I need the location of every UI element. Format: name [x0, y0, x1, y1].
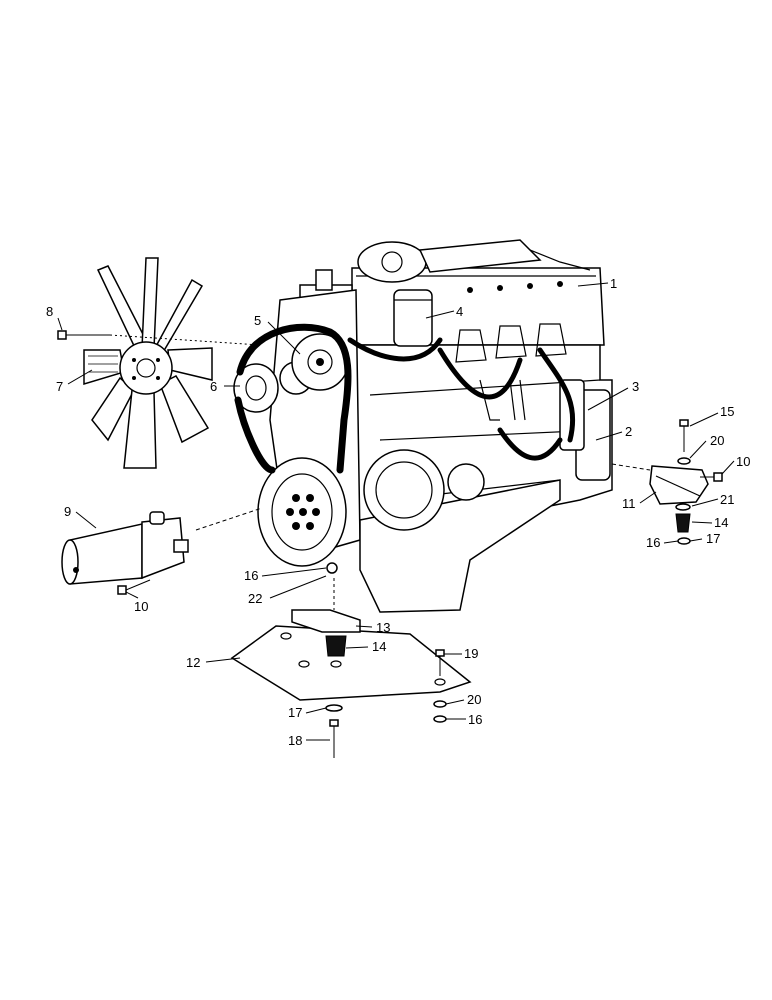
- spacer-21: [675, 503, 691, 511]
- label-14-right: 14: [714, 515, 728, 530]
- label-16-right: 16: [646, 535, 660, 550]
- flywheel-housing: [363, 449, 485, 531]
- label-18: 18: [288, 733, 302, 748]
- label-16-left: 16: [244, 568, 258, 583]
- label-9: 9: [64, 504, 71, 519]
- starter-motor: [61, 507, 263, 585]
- mounting-plate: [230, 625, 472, 701]
- label-1: 1: [610, 276, 617, 291]
- cooling-fan: [83, 257, 213, 469]
- label-5: 5: [254, 313, 261, 328]
- nut-16-left: [326, 562, 338, 610]
- rubber-mount-14-right: [675, 513, 691, 533]
- bolt-18: [329, 719, 339, 758]
- label-20-right: 20: [710, 433, 724, 448]
- label-3: 3: [632, 379, 639, 394]
- rubber-mount-14-center: [325, 635, 347, 657]
- hoses: [347, 337, 576, 461]
- label-19: 19: [464, 646, 478, 661]
- label-11: 11: [622, 496, 636, 511]
- label-2: 2: [625, 424, 632, 439]
- right-mount-bracket: [611, 463, 709, 505]
- label-10-right: 10: [736, 454, 750, 469]
- label-16-bottom: 16: [468, 712, 482, 727]
- starter-bolt: [117, 579, 151, 595]
- mount-bolt-15: [679, 419, 689, 452]
- label-8: 8: [46, 304, 53, 319]
- crank-pulley: [257, 457, 347, 567]
- spacer-block-13: [291, 609, 361, 633]
- label-22: 22: [248, 591, 262, 606]
- nut-16-bottom: [433, 715, 447, 723]
- drive-belts: [234, 323, 352, 474]
- washer-17-right: [677, 537, 691, 545]
- label-13: 13: [376, 620, 390, 635]
- label-10-starter: 10: [134, 599, 148, 614]
- label-17-right: 17: [706, 531, 720, 546]
- label-21: 21: [720, 492, 734, 507]
- fuel-filter: [393, 289, 433, 347]
- label-17-bottom: 17: [288, 705, 302, 720]
- label-14-center: 14: [372, 639, 386, 654]
- washer-17-bottom: [325, 704, 343, 712]
- washer-20-bottom: [433, 700, 447, 708]
- label-6: 6: [210, 379, 217, 394]
- label-7: 7: [56, 379, 63, 394]
- fan-bolt: [57, 330, 261, 346]
- leader-lines: [57, 282, 735, 741]
- bolt-10-right: [700, 472, 723, 482]
- label-4: 4: [456, 304, 463, 319]
- label-12: 12: [186, 655, 200, 670]
- washer-20-right: [677, 457, 691, 465]
- label-15: 15: [720, 404, 734, 419]
- bolt-19: [435, 649, 445, 676]
- label-20-bottom: 20: [467, 692, 481, 707]
